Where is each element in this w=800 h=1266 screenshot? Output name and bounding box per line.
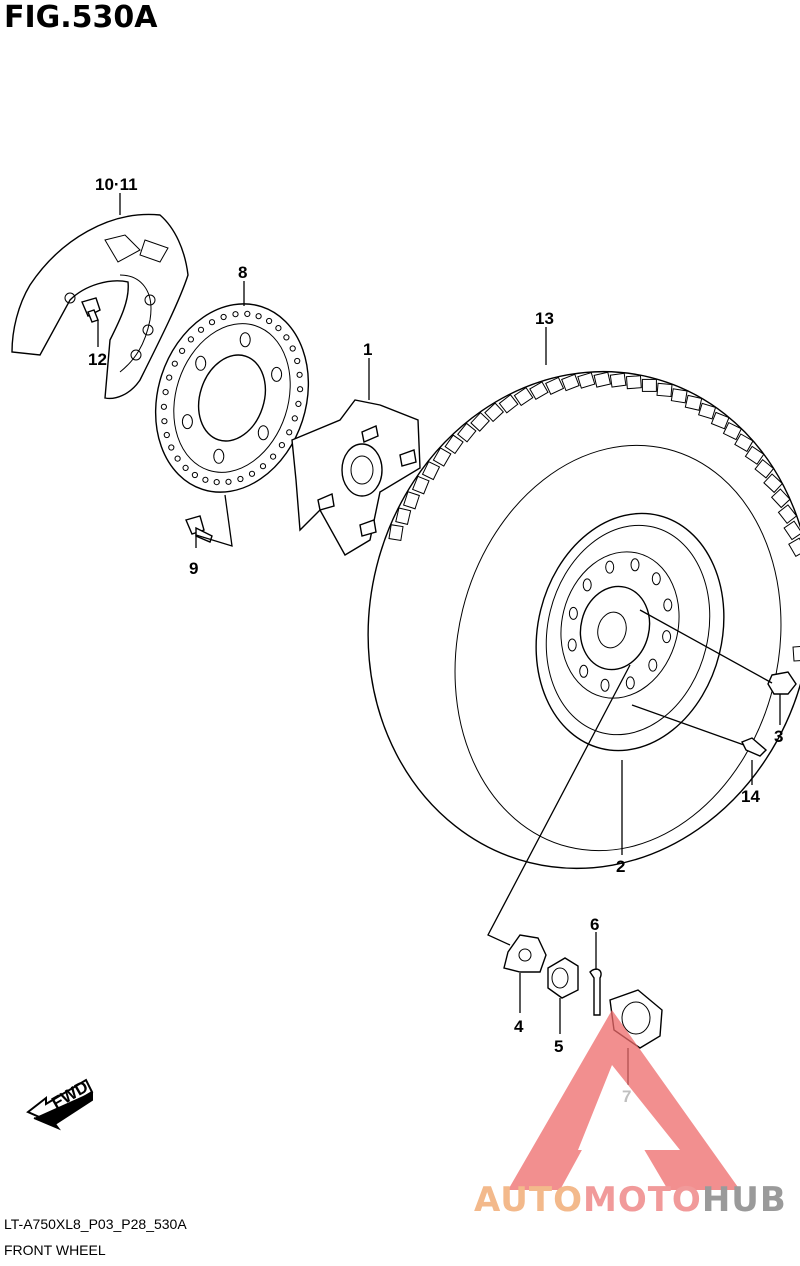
bolt-12-part[interactable] (81, 297, 101, 323)
logo-part-moto: MOTO (582, 1180, 702, 1220)
brake-disc-part[interactable] (132, 284, 332, 512)
callout-2: 2 (616, 857, 625, 876)
callout-4: 4 (514, 1017, 524, 1036)
callout-5: 5 (554, 1037, 563, 1056)
callout-13: 13 (535, 309, 554, 328)
logo-part-hub: HUB (701, 1180, 787, 1220)
callout-6: 6 (590, 915, 599, 934)
callout-10-11: 10·11 (95, 175, 138, 194)
valve-part[interactable] (741, 737, 768, 757)
cotter-pin-part[interactable] (589, 968, 602, 1016)
wheel-nut-part[interactable] (767, 671, 797, 695)
washer-part[interactable] (503, 934, 547, 973)
callout-9: 9 (189, 559, 198, 578)
forward-direction-arrow-icon: FWD (26, 1077, 94, 1131)
callout-12: 12 (88, 350, 107, 369)
watermark-logo-text: AUTOMOTOHUB (474, 1180, 787, 1220)
callout-1: 1 (363, 340, 372, 359)
warning-triangle-logo-icon (508, 1010, 740, 1190)
callout-14: 14 (741, 787, 760, 806)
logo-part-auto: AUTO (474, 1180, 583, 1220)
callout-8: 8 (238, 263, 247, 282)
figure-title: FIG.530A (4, 0, 158, 35)
wheel-rim-part[interactable] (512, 493, 749, 770)
callout-3: 3 (774, 727, 783, 746)
leader-lines (97, 193, 781, 1085)
castle-nut-part[interactable] (547, 957, 579, 999)
disc-cover-part[interactable] (11, 213, 189, 400)
wheel-hub-part[interactable] (291, 399, 421, 556)
diagram-caption: FRONT WHEEL (4, 1242, 106, 1258)
diagram-code: LT-A750XL8_P03_P28_530A (4, 1216, 187, 1232)
